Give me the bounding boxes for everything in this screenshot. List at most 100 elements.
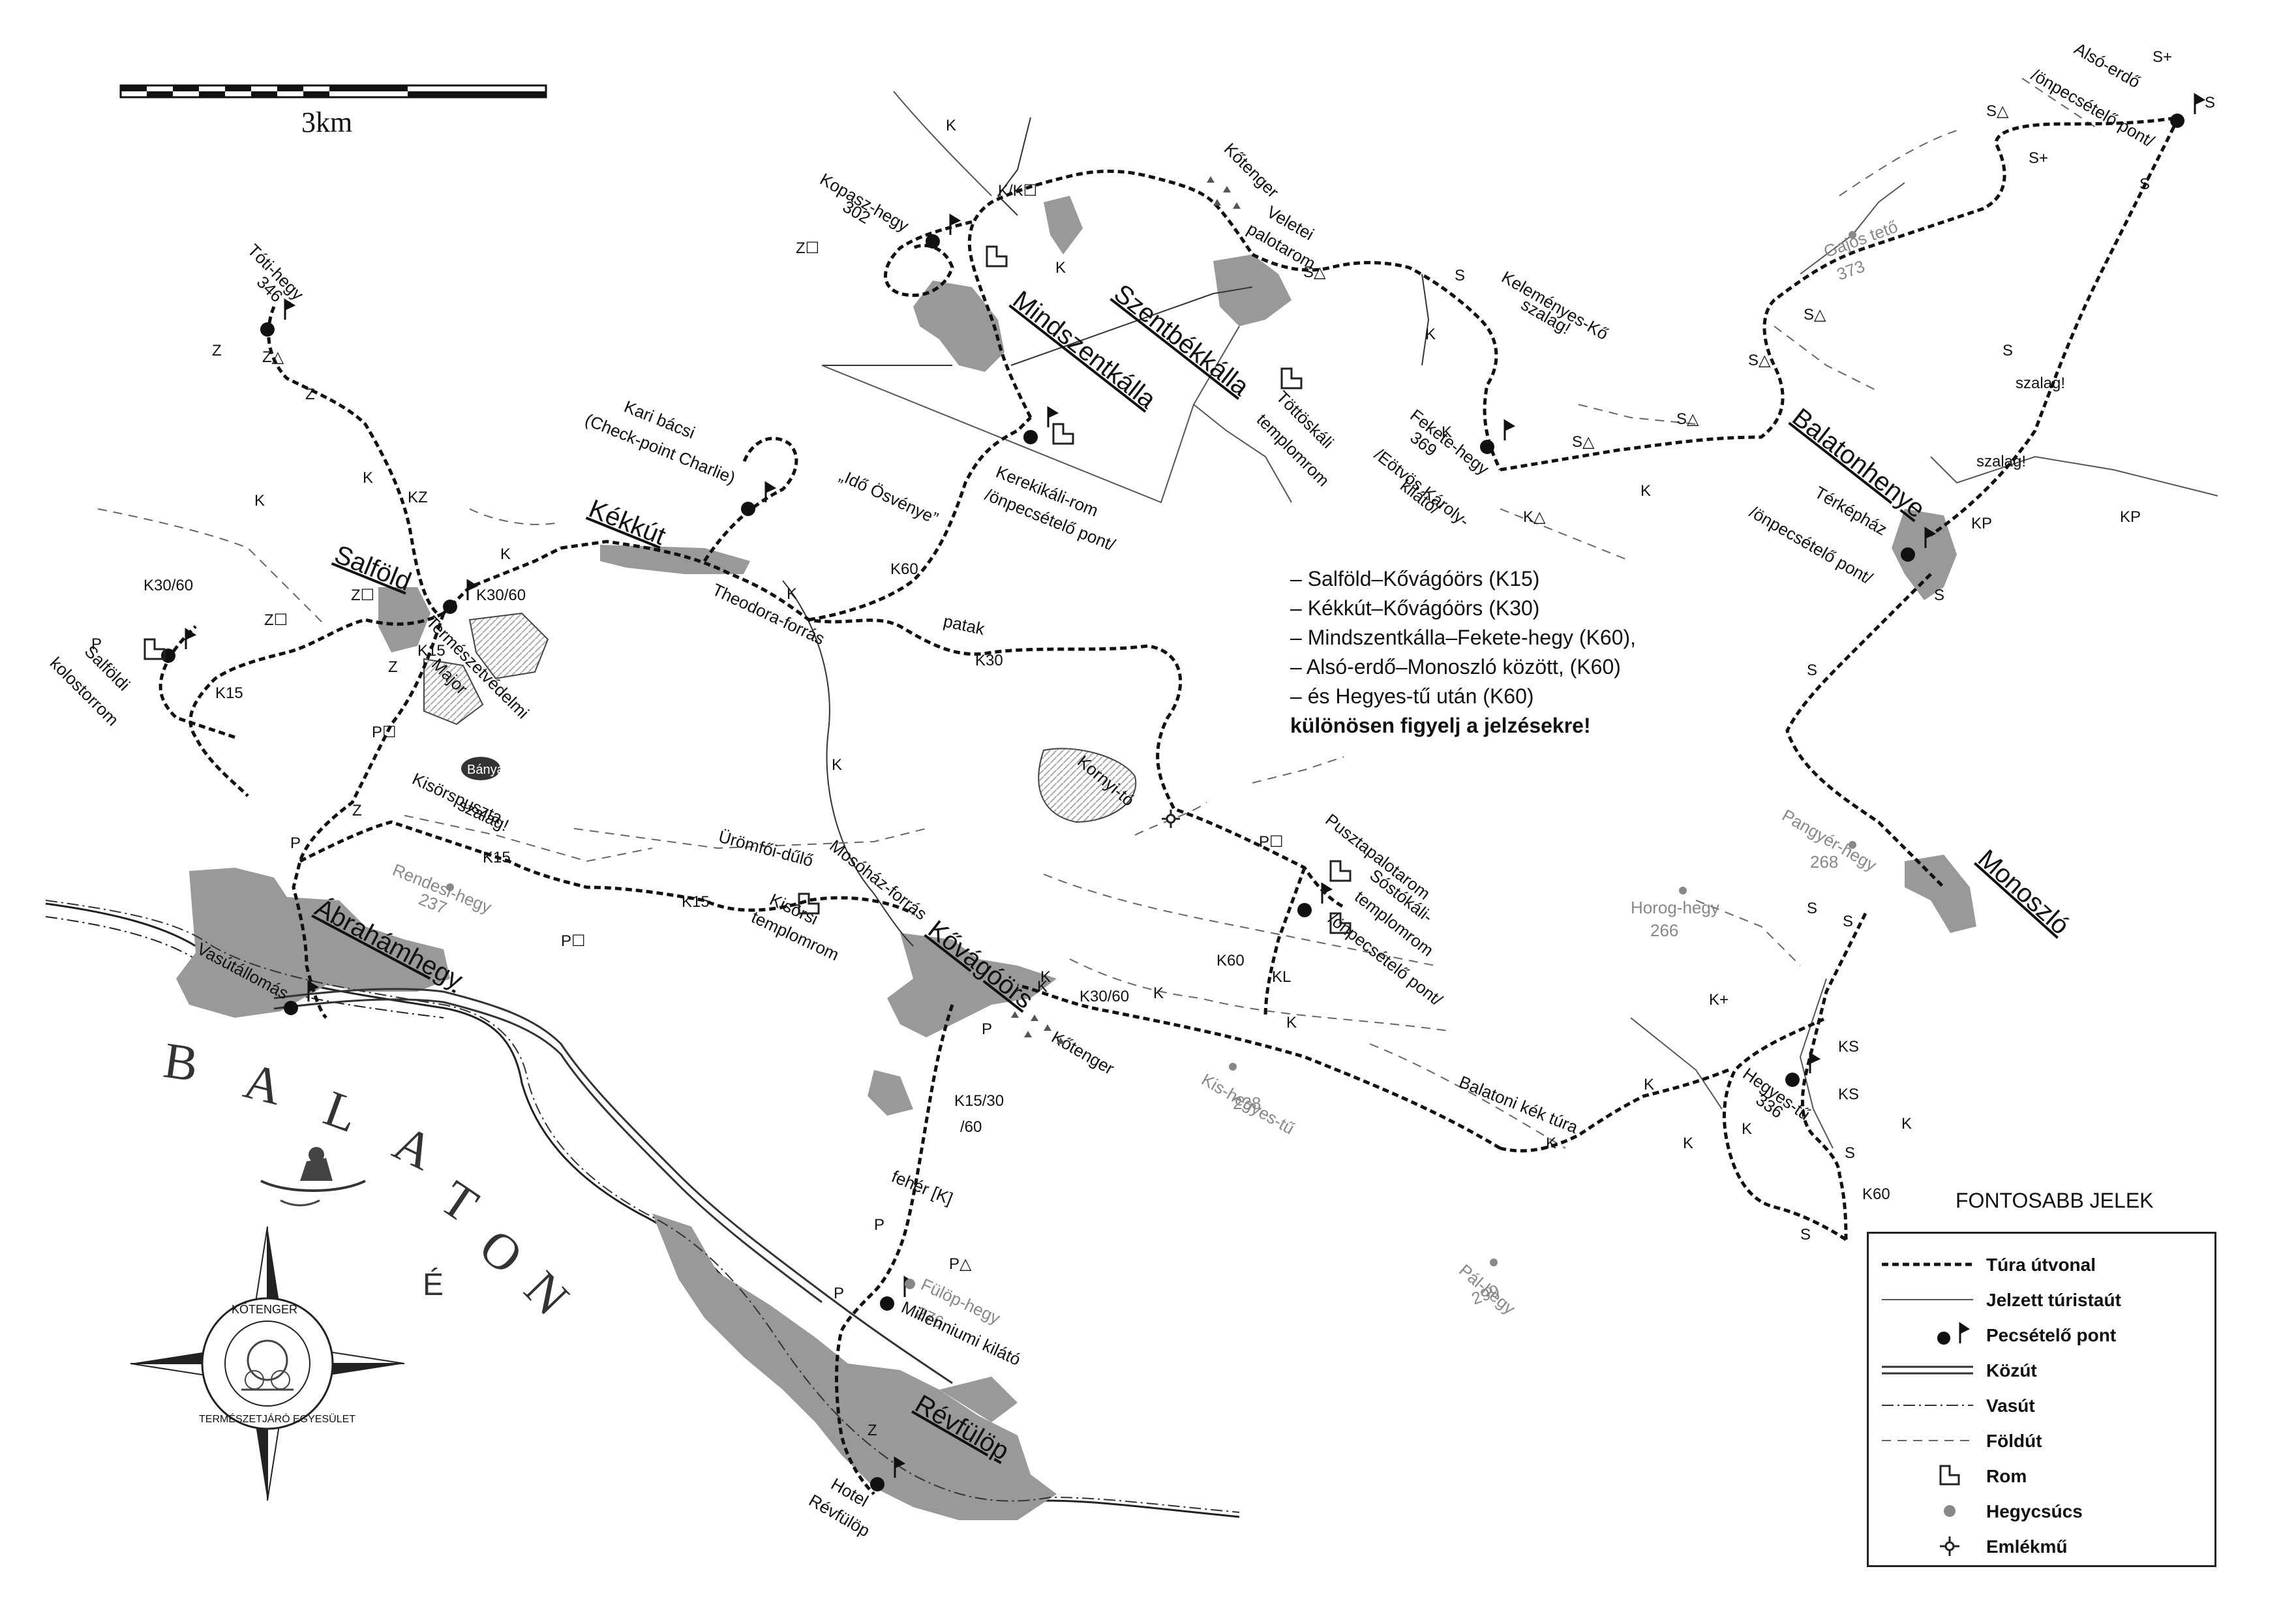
mark-32: KL bbox=[1272, 968, 1291, 986]
mark-30: P☐ bbox=[1259, 833, 1284, 851]
mark-26: K bbox=[787, 585, 797, 603]
mark-59: KP bbox=[2120, 508, 2141, 526]
mark-50: K△ bbox=[1523, 508, 1546, 526]
legend-label: Túra útvonal bbox=[1986, 1255, 2096, 1275]
label-theodora: Theodora-forrás bbox=[709, 579, 828, 649]
mark-38: K15/30 bbox=[954, 1092, 1004, 1110]
mark-6: Z△ bbox=[262, 348, 284, 366]
peak-pangyer bbox=[1849, 841, 1856, 849]
mark-72: K60 bbox=[1862, 1185, 1890, 1203]
mark-33: K30/60 bbox=[1080, 988, 1129, 1005]
ruin-icon bbox=[1939, 1465, 1960, 1486]
legend-route-symbol bbox=[1882, 1262, 1973, 1266]
mark-5: Z bbox=[212, 342, 222, 359]
settlement-salfold bbox=[378, 587, 430, 652]
legend-item-rail: Vasút bbox=[1869, 1388, 2214, 1423]
stamp-point-fekete-hegy bbox=[1480, 419, 1516, 454]
mark-71: K bbox=[1901, 1115, 1912, 1133]
trail-marks: K K/K☐ K Z☐ Z Z△ Z K KZ K K30/60 K K30/6… bbox=[91, 48, 2215, 1439]
legend-stamp-symbol bbox=[1937, 1322, 1970, 1345]
settlement-abrahamhegy bbox=[176, 868, 450, 1018]
ruin-icon-sostokali bbox=[1329, 912, 1352, 934]
legend-label: Emlékmű bbox=[1986, 1536, 2068, 1557]
mark-27: K60 bbox=[890, 560, 918, 578]
note-line-2: – Kékkút–Kővágóörs (K30) bbox=[1290, 596, 1540, 620]
mark-53: S△ bbox=[1804, 306, 1826, 324]
mark-42: P bbox=[834, 1285, 844, 1302]
label-horog-h: 266 bbox=[1650, 921, 1678, 940]
lake-letter-2: A bbox=[239, 1052, 288, 1116]
nature-patches bbox=[423, 612, 1137, 823]
mark-44: S bbox=[1455, 267, 1465, 284]
peak-dot-icon bbox=[1944, 1505, 1956, 1517]
legend-item-stamp: Pecsételő pont bbox=[1869, 1317, 2214, 1352]
mark-63: S bbox=[2205, 94, 2215, 112]
mark-49: K bbox=[1640, 482, 1651, 500]
label-feher-k: fehér [K] bbox=[889, 1167, 956, 1209]
legend-item-ruin: Rom bbox=[1869, 1458, 2214, 1493]
mark-9: KZ bbox=[408, 489, 428, 506]
monument-icon bbox=[1162, 810, 1180, 828]
legend-title: FONTOSABB JELEK bbox=[1956, 1189, 2154, 1212]
label-kotenger-s: Kőtenger bbox=[1048, 1027, 1118, 1078]
tour-route bbox=[159, 115, 2181, 1495]
label-also-erdo-1: Alsó-erdő bbox=[2071, 38, 2143, 92]
mark-51: S△ bbox=[1676, 410, 1699, 428]
settlements bbox=[176, 196, 1976, 1520]
mark-7: Z bbox=[305, 386, 315, 403]
label-gajos-h: 373 bbox=[1834, 256, 1867, 284]
mark-46: K bbox=[1425, 326, 1436, 343]
legend-label: Jelzett túristaút bbox=[1986, 1290, 2121, 1310]
settlement-kekkut bbox=[600, 545, 750, 574]
legend-label: Hegycsúcs bbox=[1986, 1501, 2083, 1521]
peak-kis-hegyes bbox=[1229, 1063, 1237, 1071]
mark-16: Z☐ bbox=[264, 611, 288, 629]
mark-29: K bbox=[832, 756, 842, 774]
note-emphasis: különösen figyelj a jelzésekre! bbox=[1290, 714, 1591, 737]
roads bbox=[273, 117, 1430, 1384]
boat-drawing bbox=[260, 1147, 366, 1206]
peak-horog bbox=[1679, 887, 1687, 894]
peak-fulop bbox=[905, 1279, 915, 1289]
peak-markers bbox=[446, 231, 1856, 1289]
legend-road-symbol bbox=[1882, 1366, 1973, 1375]
ruin-icon-salfold bbox=[144, 638, 166, 660]
legend-item-road: Közút bbox=[1869, 1352, 2214, 1388]
settlement-monoszlo bbox=[1905, 855, 1976, 933]
mark-69: KS bbox=[1838, 1086, 1859, 1103]
quarry-label: Bánya bbox=[467, 763, 505, 777]
stamp-point-salfold bbox=[443, 579, 479, 614]
mark-23: K15 bbox=[483, 849, 511, 866]
mark-58: KP bbox=[1971, 515, 1992, 532]
legend-item-monument: Emlékmű bbox=[1869, 1529, 2214, 1564]
legend-trail-symbol bbox=[1882, 1299, 1973, 1300]
mark-76: K bbox=[1546, 1135, 1556, 1152]
mark-65: S bbox=[1807, 662, 1817, 679]
mark-45: S△ bbox=[1303, 264, 1326, 281]
peak-rendesi bbox=[446, 883, 454, 891]
mark-78: K bbox=[1683, 1135, 1693, 1152]
stamp-point-terkephaz bbox=[1901, 527, 1937, 562]
settlement-kovagoors bbox=[887, 933, 1057, 1037]
label-uromfoi: Ürömfői-dűlő bbox=[716, 827, 815, 870]
mark-20: P☐ bbox=[372, 724, 397, 741]
mark-21: Z bbox=[352, 802, 362, 819]
mark-57: szalag! bbox=[1976, 453, 2026, 470]
legend-item-dirt: Földút bbox=[1869, 1423, 2214, 1458]
mark-12: K bbox=[500, 545, 511, 563]
mark-8: K bbox=[363, 469, 373, 487]
mark-14: P bbox=[91, 635, 102, 653]
mark-13: K30/60 bbox=[476, 587, 526, 604]
lake-letter-4: A bbox=[385, 1114, 444, 1181]
label-kis-hegyes-h: 238 bbox=[1233, 1093, 1261, 1113]
mark-18: K15 bbox=[417, 642, 446, 660]
label-pangyer-h: 268 bbox=[1810, 852, 1838, 872]
lake-name: B A L A T O N bbox=[160, 1031, 581, 1326]
mark-11: K30/60 bbox=[144, 577, 193, 594]
stamp-point-also-erdo bbox=[2170, 93, 2206, 128]
stamp-point-abrahamhegy bbox=[284, 980, 320, 1015]
scale-label: 3km bbox=[301, 106, 353, 138]
stamp-point-kerekikali bbox=[1023, 406, 1059, 444]
scale-bar bbox=[119, 84, 547, 99]
